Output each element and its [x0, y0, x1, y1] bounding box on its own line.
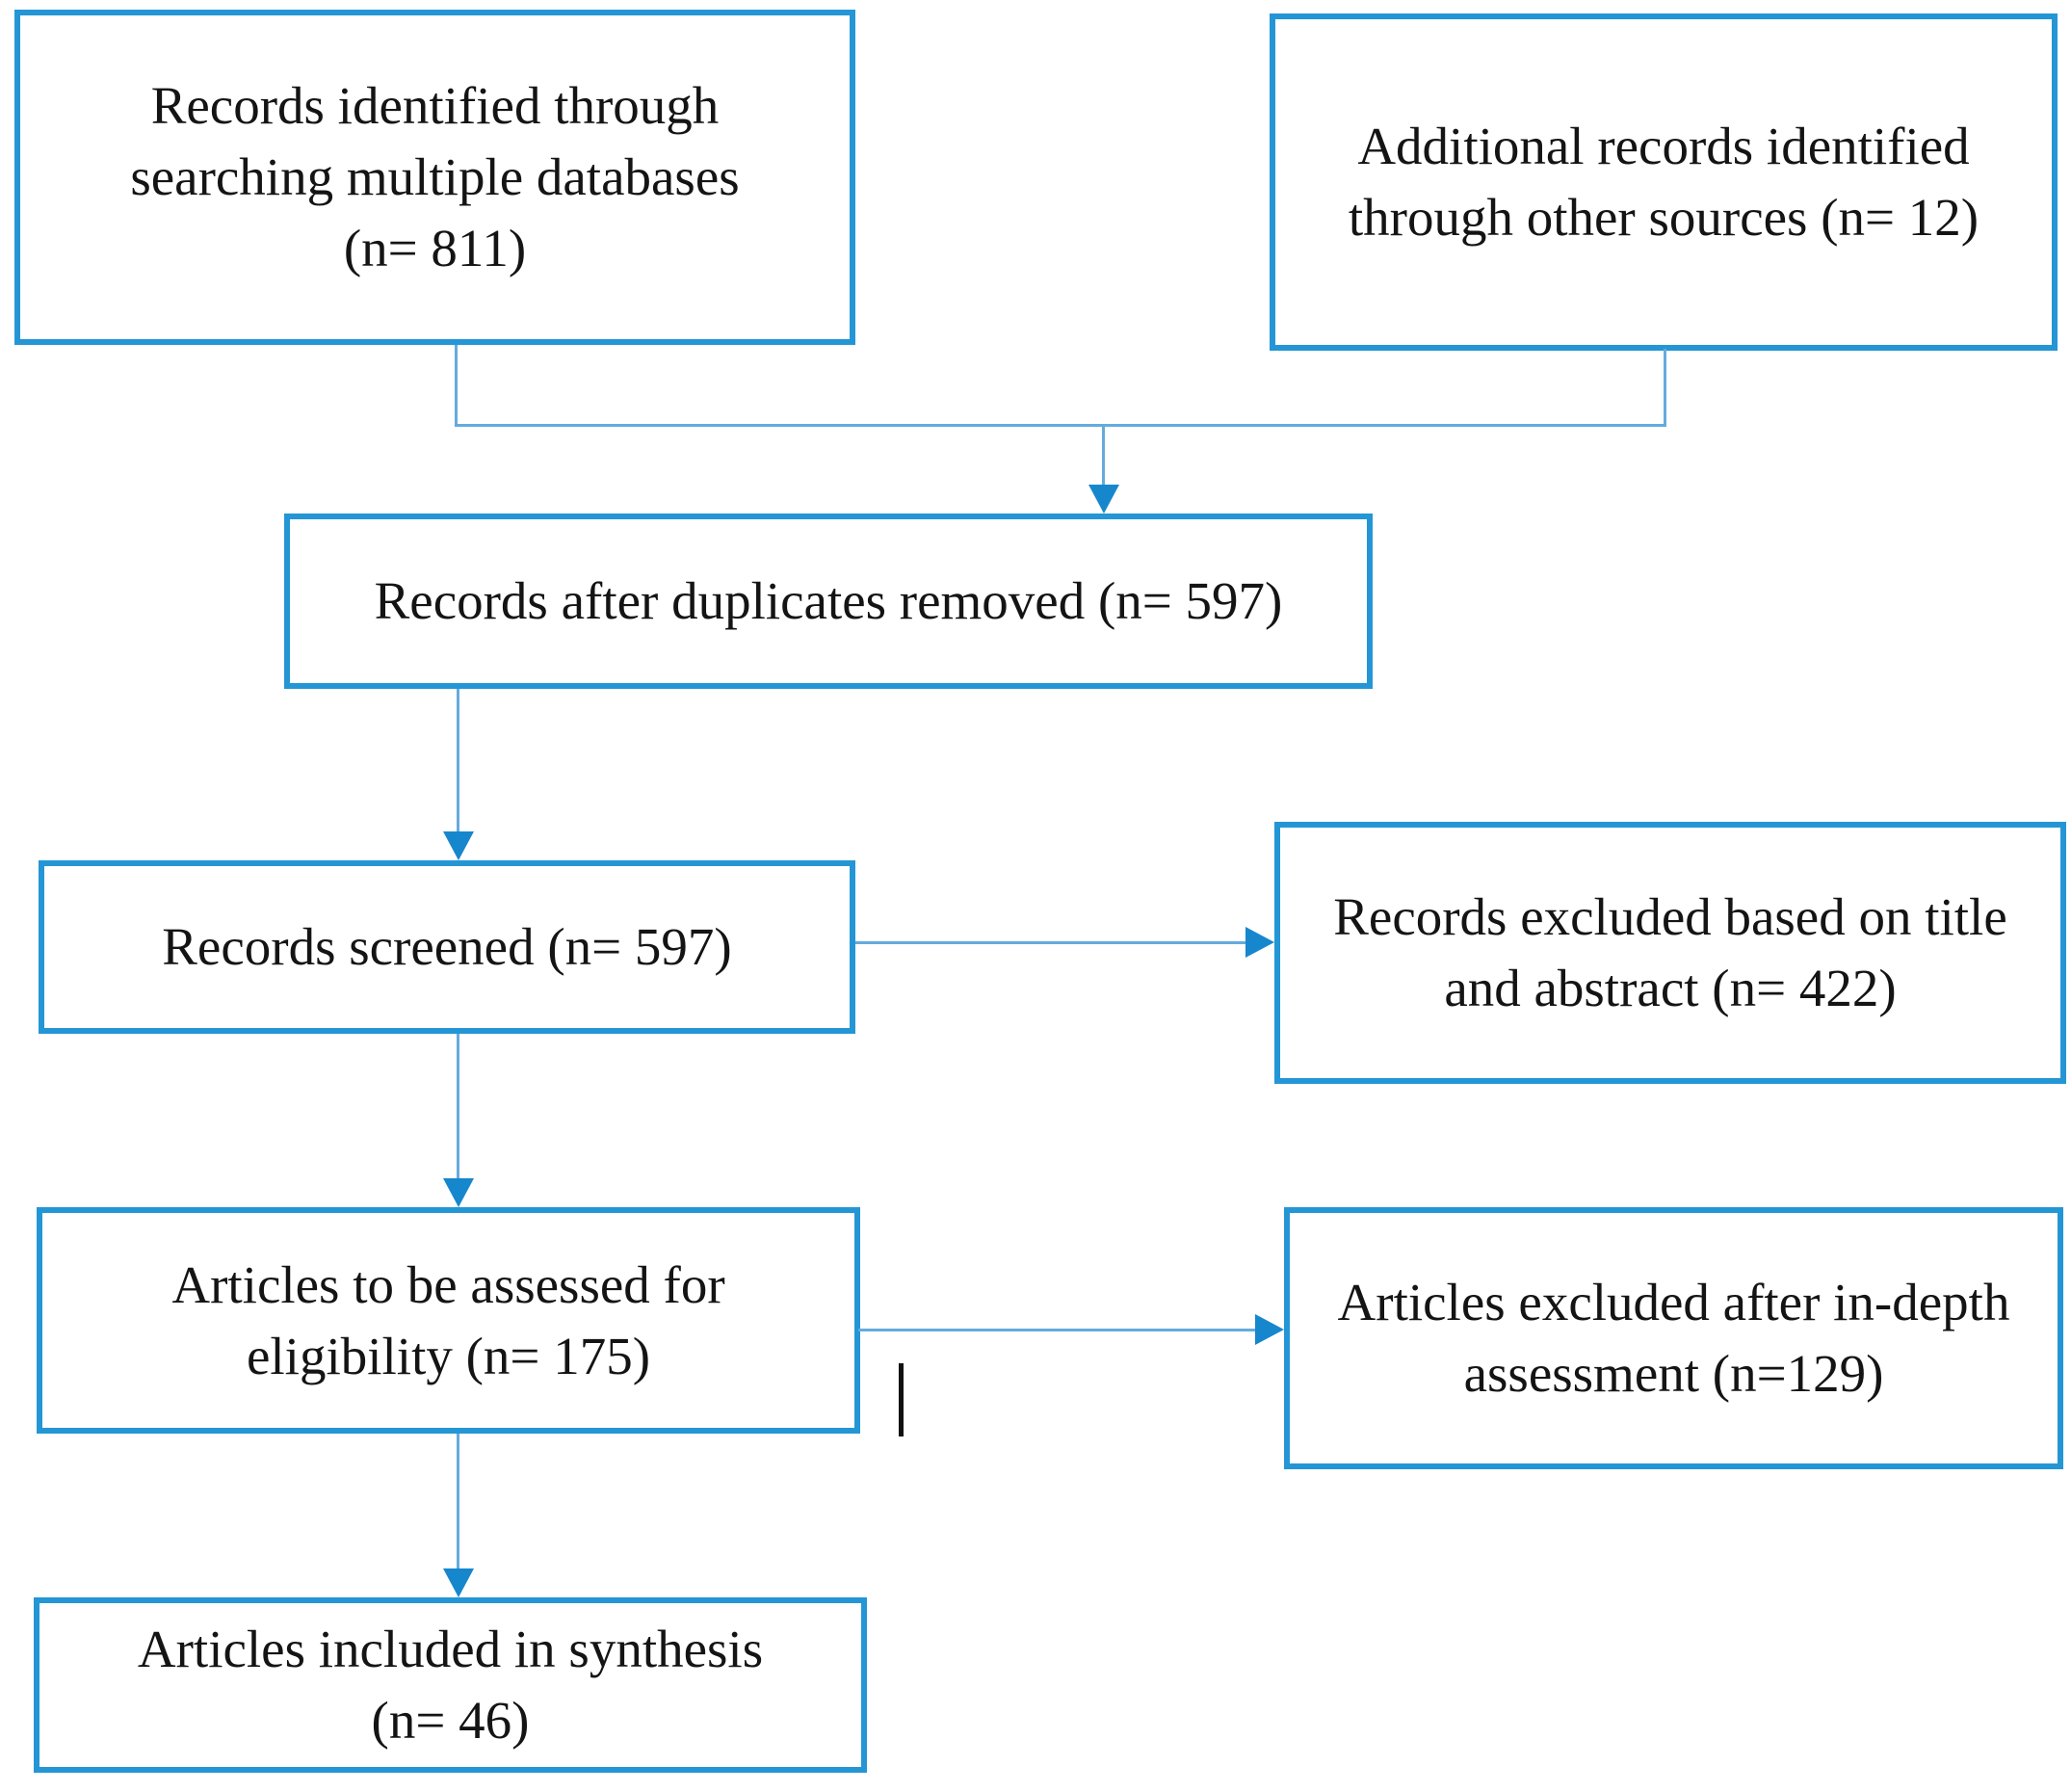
- arrowhead-into-indepth-excluded-icon: [1255, 1314, 1284, 1345]
- node-text-line: through other sources (n= 12): [1348, 188, 1979, 247]
- node-articles-included: Articles included in synthesis (n= 46): [34, 1597, 867, 1773]
- connector-identified-down: [455, 345, 458, 426]
- connector-screened-to-excluded: [855, 941, 1247, 944]
- node-articles-excluded: Articles excluded after in-depth assessm…: [1284, 1207, 2063, 1469]
- node-additional-records: Additional records identified through ot…: [1270, 13, 2058, 351]
- node-articles-assessed: Articles to be assessed for eligibility …: [37, 1207, 860, 1434]
- node-records-identified: Records identified through searching mul…: [14, 10, 855, 345]
- connector-additional-down: [1664, 349, 1666, 426]
- node-text-line: Records identified through: [150, 76, 720, 136]
- arrowhead-into-assessed-icon: [443, 1178, 474, 1207]
- arrowhead-into-included-icon: [443, 1568, 474, 1597]
- node-text-line: Articles to be assessed for: [171, 1254, 725, 1314]
- connector-duplicates-to-screened: [457, 689, 459, 833]
- node-text-line: Records excluded based on title: [1333, 887, 2007, 947]
- arrowhead-into-excluded-icon: [1245, 927, 1274, 958]
- node-count: (n= 46): [371, 1691, 530, 1750]
- arrowhead-into-screened-icon: [443, 831, 474, 860]
- node-after-duplicates: Records after duplicates removed (n= 597…: [284, 514, 1373, 689]
- connector-merge-to-duplicates: [1102, 426, 1105, 487]
- connector-screened-to-assessed: [457, 1034, 459, 1180]
- stray-cursor-mark: [899, 1363, 904, 1436]
- node-text-line: Articles excluded after in-depth: [1337, 1273, 2010, 1332]
- node-text-line: Records after duplicates removed (n= 597…: [374, 571, 1283, 631]
- node-text-line: eligibility (n= 175): [246, 1326, 651, 1385]
- connector-merge-horizontal: [455, 424, 1666, 427]
- arrowhead-into-duplicates-icon: [1088, 485, 1119, 514]
- node-count: (n= 811): [343, 218, 527, 277]
- node-text-line: Articles included in synthesis: [137, 1620, 764, 1679]
- node-text-line: and abstract (n= 422): [1444, 959, 1897, 1017]
- connector-assessed-to-excluded: [858, 1329, 1257, 1331]
- node-records-excluded: Records excluded based on title and abst…: [1274, 822, 2066, 1084]
- node-text-line: assessment (n=129): [1463, 1344, 1884, 1403]
- node-text-line: Records screened (n= 597): [162, 917, 732, 977]
- node-text-line: Additional records identified: [1357, 117, 1970, 176]
- node-text-line: searching multiple databases: [130, 147, 740, 207]
- connector-assessed-to-included: [457, 1434, 459, 1570]
- node-records-screened: Records screened (n= 597): [39, 860, 855, 1034]
